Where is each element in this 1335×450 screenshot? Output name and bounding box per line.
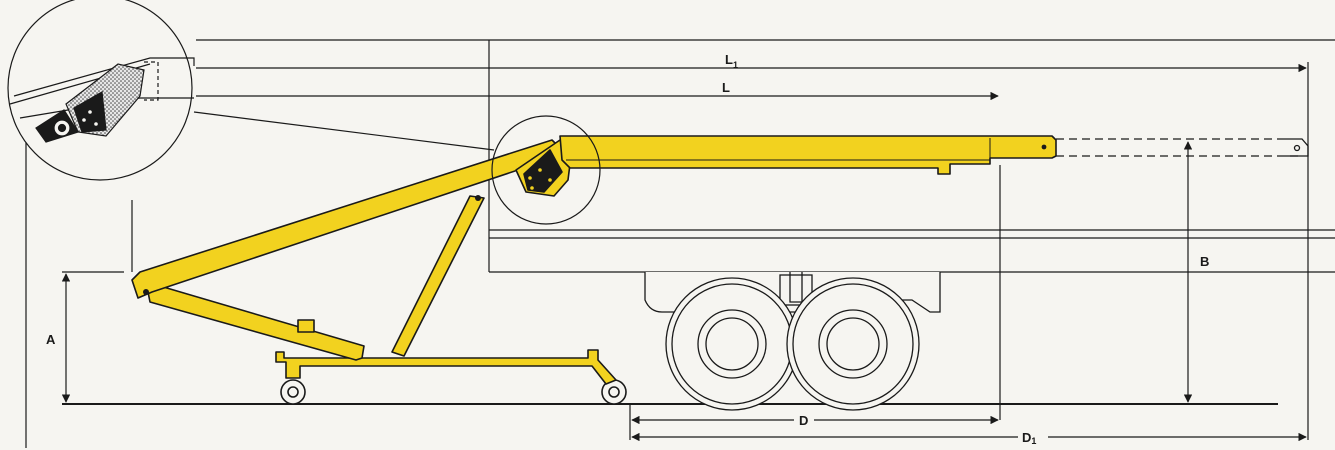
loader-chassis <box>275 349 617 385</box>
trailer <box>644 272 941 411</box>
label-d1: D1 <box>1022 430 1036 446</box>
dimension-labels: L1 L B A D D1 <box>46 52 1209 446</box>
support-strut <box>391 195 485 357</box>
label-d: D <box>799 413 808 428</box>
dimension-lines <box>61 63 1307 442</box>
inclined-boom <box>131 139 567 299</box>
wheel-rear <box>786 277 920 411</box>
frame-lines <box>25 39 1335 448</box>
wheel-front <box>665 277 799 411</box>
extended-boom-ghost <box>1056 138 1309 157</box>
bracket <box>297 319 315 333</box>
label-l: L <box>722 80 730 95</box>
label-a: A <box>46 332 56 347</box>
label-l1: L1 <box>725 52 738 70</box>
feed-arm <box>147 285 365 361</box>
magnified-detail <box>9 57 195 143</box>
label-b: B <box>1200 254 1209 269</box>
conveyor-loader <box>131 135 1057 405</box>
horizontal-boom <box>559 135 1057 175</box>
loader-wheels <box>280 379 627 405</box>
